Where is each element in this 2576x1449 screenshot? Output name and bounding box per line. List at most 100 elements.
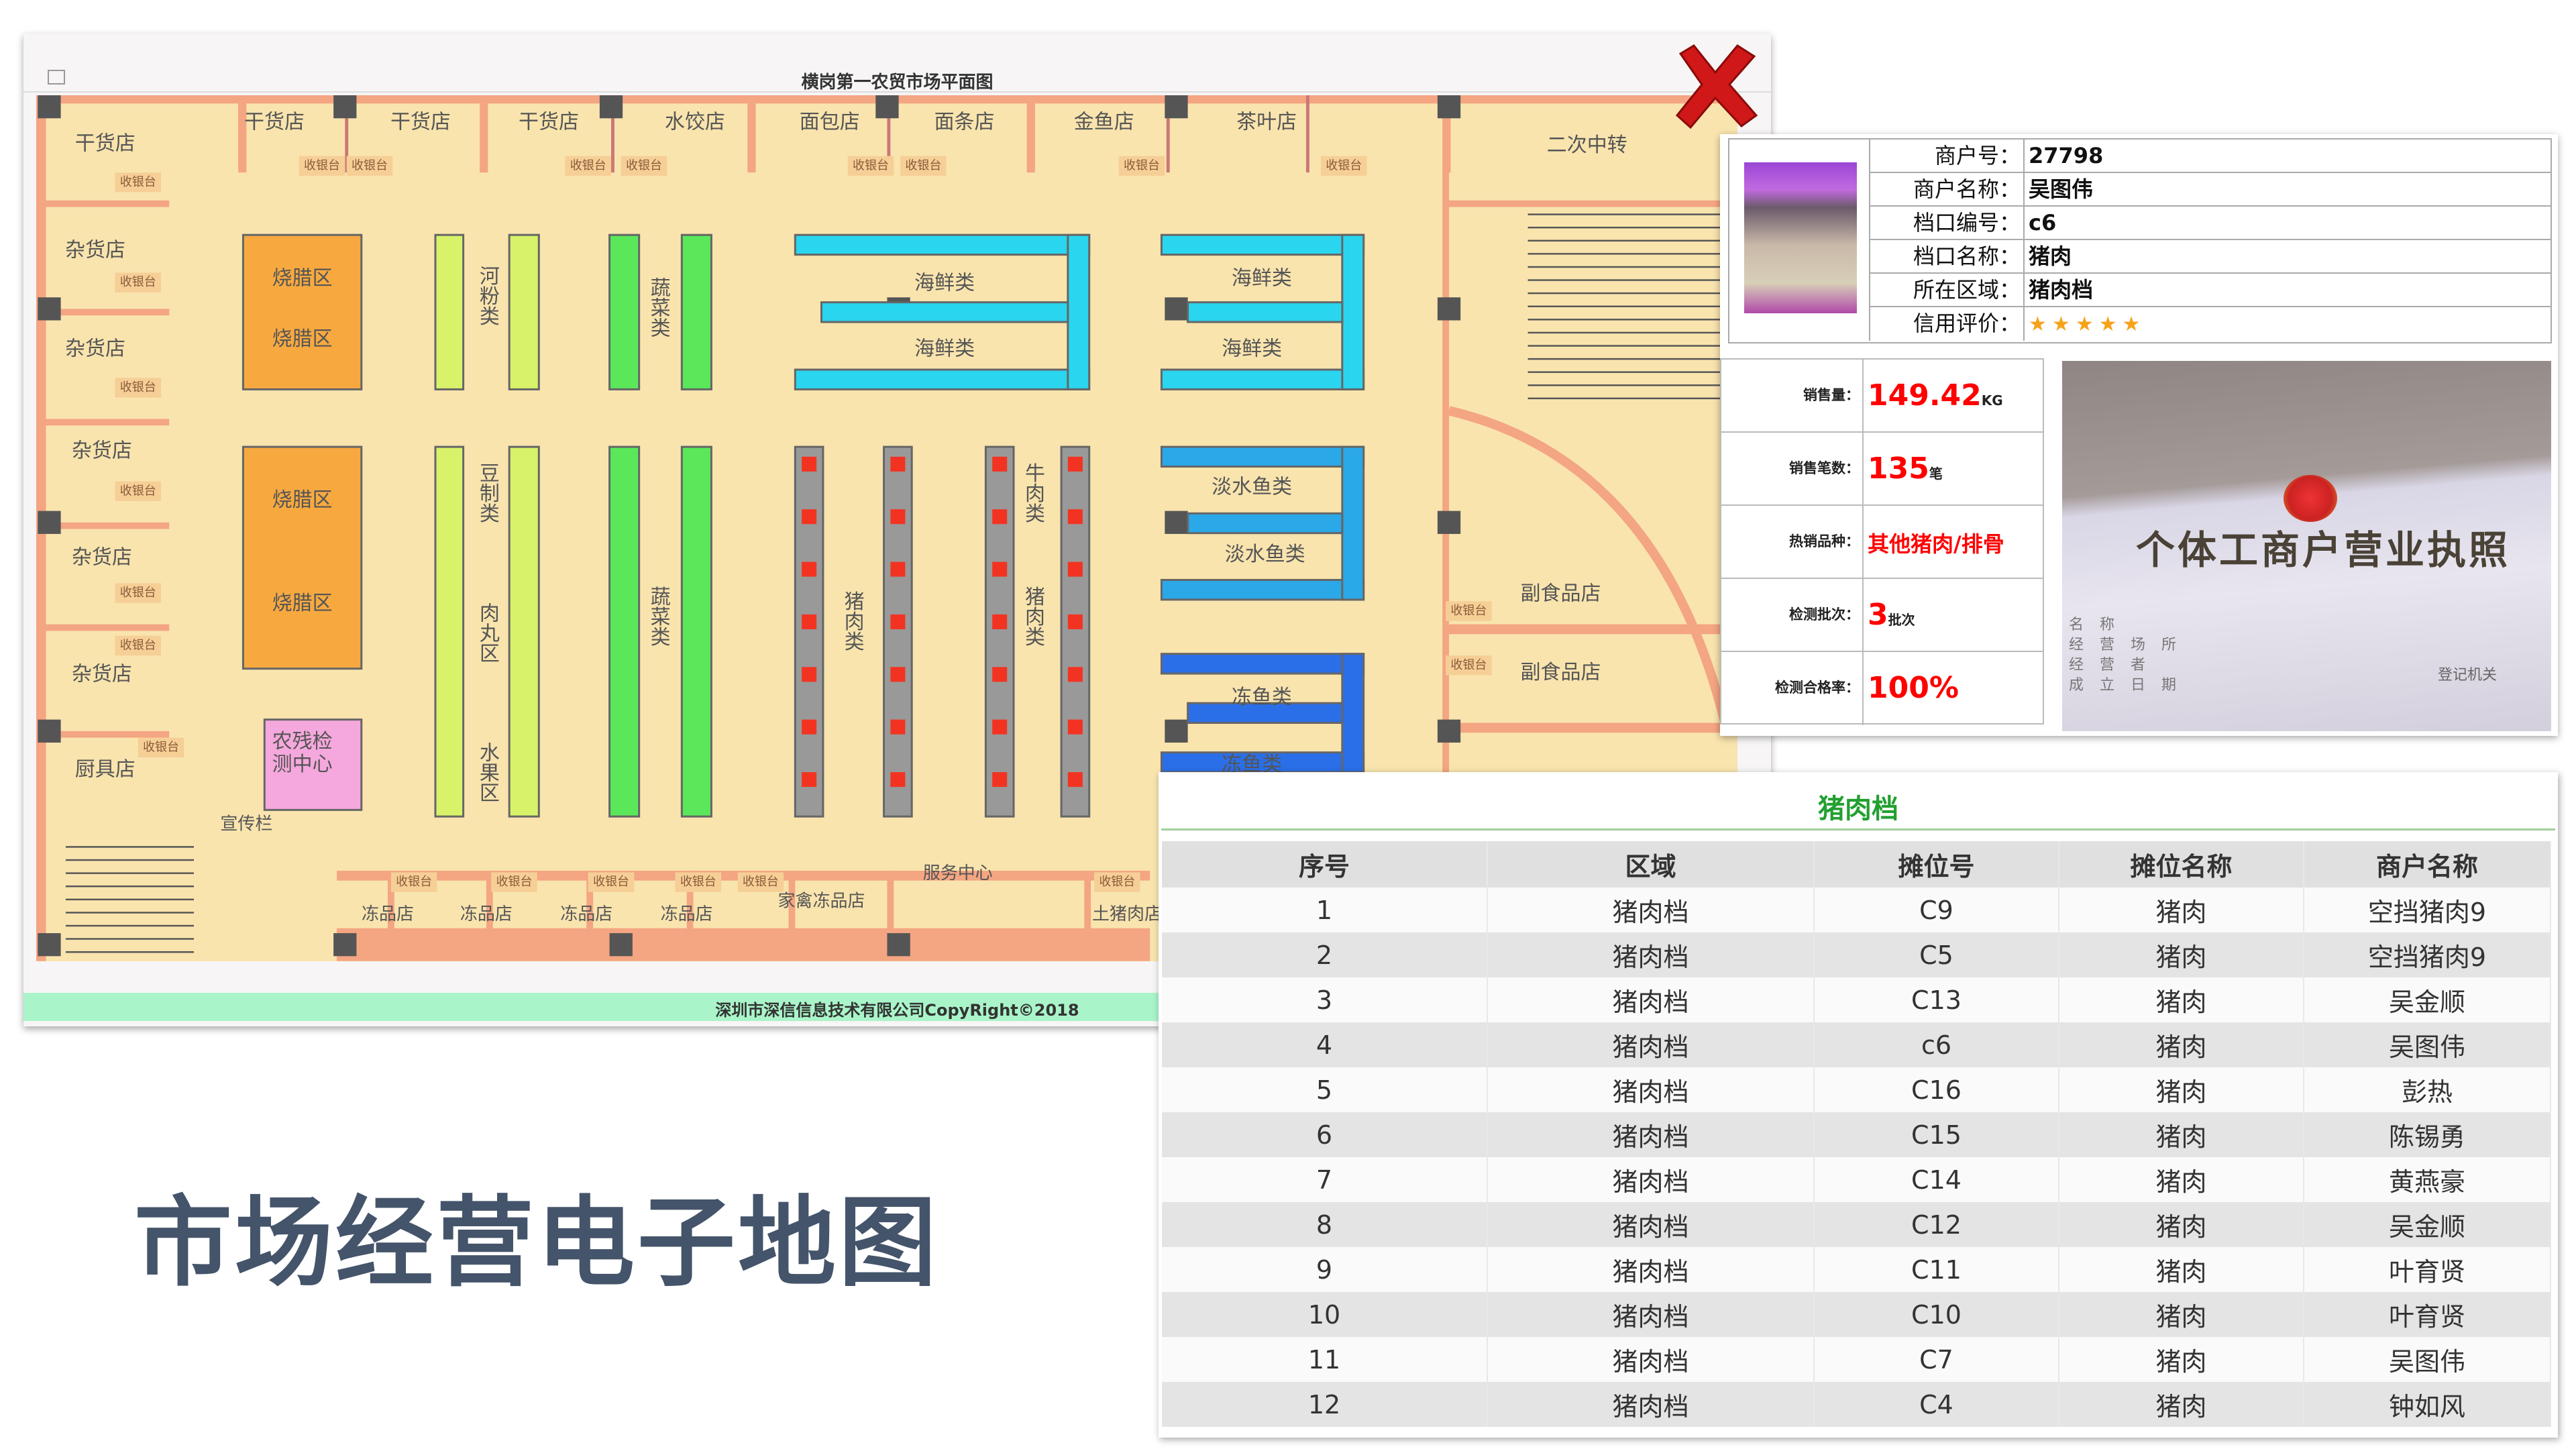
cashier-desk	[1118, 156, 1165, 176]
wall	[480, 95, 488, 173]
cashier-desk	[675, 872, 722, 892]
table-cell: C5	[1814, 932, 2059, 977]
map-label: 土猪肉店	[1092, 904, 1162, 924]
info-value: 猪肉档	[2029, 277, 2094, 303]
stair-line	[1527, 319, 1725, 321]
column-header[interactable]: 摊位号	[1814, 841, 2059, 888]
stat-label: 热销品种：	[1721, 506, 1864, 578]
table-cell: 猪肉	[2059, 932, 2304, 977]
wall	[486, 870, 493, 936]
cashier-label: 收银台	[680, 875, 716, 889]
stair-line	[1527, 279, 1725, 281]
table-cell: C12	[1814, 1202, 2059, 1247]
meat-stall	[1067, 561, 1083, 577]
wall	[36, 309, 170, 316]
pillar	[1437, 95, 1461, 119]
pillar	[38, 719, 61, 743]
table-cell: 猪肉档	[1487, 1202, 1815, 1247]
cashier-label: 收银台	[1450, 658, 1487, 672]
table-cell: 3	[1162, 977, 1488, 1022]
table-cell: 猪肉档	[1487, 1112, 1815, 1157]
cashier-label: 收银台	[496, 875, 533, 889]
pillar	[1437, 297, 1461, 321]
cashier-desk	[900, 156, 947, 176]
wall	[1449, 200, 1737, 207]
cashier-desk	[588, 872, 635, 892]
meat-stall	[992, 772, 1008, 788]
meat-stall	[802, 772, 817, 788]
column-header[interactable]: 商户名称	[2304, 841, 2551, 888]
map-label: 副食品店	[1521, 661, 1601, 684]
table-cell: 7	[1162, 1157, 1488, 1202]
meat-stall	[992, 667, 1008, 682]
license-field: 经营者	[2069, 657, 2162, 674]
meat-stall	[1067, 509, 1083, 525]
seafood-stalls	[1067, 233, 1091, 390]
table-cell: 猪肉	[2059, 1202, 2304, 1247]
close-icon[interactable]	[1670, 40, 1761, 131]
meat-stall	[1067, 456, 1083, 472]
cashier-desk	[390, 872, 437, 892]
table-cell: 猪肉档	[1487, 1247, 1815, 1292]
stair-line	[1527, 213, 1725, 215]
table-cell: 猪肉档	[1487, 1157, 1815, 1202]
stall-strip	[508, 233, 540, 390]
map-label: 冻品店	[362, 904, 414, 924]
vegetable-strip	[680, 445, 712, 818]
wall	[1449, 722, 1725, 733]
info-value: c6	[2029, 210, 2057, 235]
stair-line	[65, 872, 194, 874]
column-header[interactable]: 序号	[1162, 841, 1488, 888]
table-cell: 吴金顺	[2304, 977, 2551, 1022]
table-cell: 猪肉	[2059, 977, 2304, 1022]
cashier-label: 收银台	[853, 158, 889, 172]
cashier-desk	[346, 156, 393, 176]
meat-stall	[1067, 772, 1083, 788]
stat-value-cell: 3批次	[1868, 579, 1915, 656]
license-title: 个体工商户营业执照	[2136, 527, 2511, 573]
table-cell: C11	[1814, 1247, 2059, 1292]
cashier-desk	[737, 872, 784, 892]
floor-plan-window: 横岗第一农贸市场平面图 干货店干货店干货店干货店水饺店面包店面条店金鱼店茶叶店二…	[23, 34, 1771, 1026]
table-cell: 猪肉档	[1487, 1382, 1815, 1427]
national-emblem-icon	[2284, 475, 2337, 522]
cashier-desk	[138, 737, 184, 757]
cashier-label: 收银台	[304, 158, 340, 172]
stat-label: 检测批次：	[1721, 579, 1864, 651]
map-label: 杂货店	[65, 239, 125, 262]
cashier-label: 收银台	[120, 275, 156, 289]
freshwater-stalls	[1187, 512, 1344, 535]
vegetable-strip	[608, 233, 641, 390]
table-cell: 11	[1162, 1337, 1488, 1382]
map-label: 蔬菜类	[647, 277, 670, 337]
map-label: 农残检	[272, 730, 333, 753]
wall	[238, 95, 247, 173]
column-header[interactable]: 区域	[1487, 841, 1815, 888]
info-label: 信用评价：	[1869, 307, 2025, 341]
map-label: 烧腊区	[272, 327, 333, 351]
wall	[1305, 95, 1309, 173]
meat-stall	[890, 667, 906, 682]
stat-value: 100%	[1868, 671, 1959, 705]
wall	[1449, 624, 1725, 635]
seafood-stalls	[820, 301, 1069, 323]
merchant-photo	[1744, 162, 1857, 313]
divider	[1161, 828, 2555, 830]
wall	[788, 870, 796, 936]
column-header[interactable]: 摊位名称	[2059, 841, 2304, 888]
market-floor-plan[interactable]: 干货店干货店干货店干货店水饺店面包店面条店金鱼店茶叶店二次中转杂货店杂货店杂货店…	[36, 95, 1737, 961]
